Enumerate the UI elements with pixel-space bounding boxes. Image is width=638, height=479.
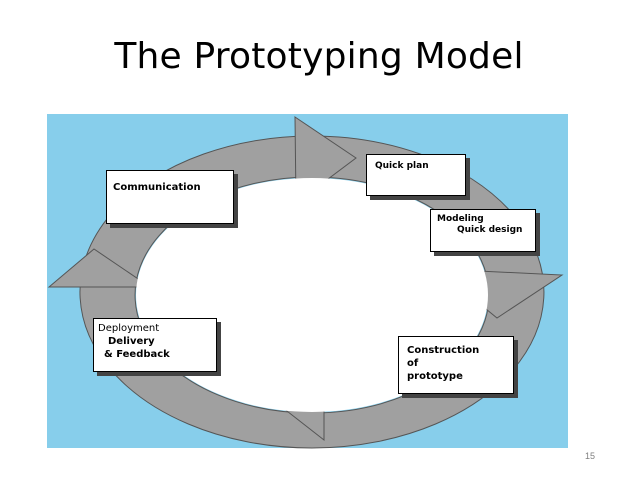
deployment-box: Deployment Delivery & Feedback — [93, 318, 217, 372]
deployment-label: Deployment — [98, 323, 160, 334]
page-number: 15 — [585, 451, 596, 461]
communication-label: Communication — [113, 182, 201, 193]
quick-plan-label: Quick plan — [375, 161, 429, 171]
modeling-box: Modeling Quick design — [430, 209, 536, 252]
quick-plan-box: Quick plan — [366, 154, 466, 196]
delivery-label: Delivery — [108, 336, 155, 347]
modeling-label: Modeling — [437, 214, 484, 224]
communication-box: Communication — [106, 170, 234, 224]
feedback-label: & Feedback — [104, 349, 170, 360]
quick-design-label: Quick design — [457, 225, 523, 235]
construction-label: Construction of prototype — [407, 345, 480, 382]
arrowhead-left — [47, 248, 152, 288]
construction-box: Construction of prototype — [398, 336, 514, 394]
slide-title: The Prototyping Model — [114, 36, 524, 77]
